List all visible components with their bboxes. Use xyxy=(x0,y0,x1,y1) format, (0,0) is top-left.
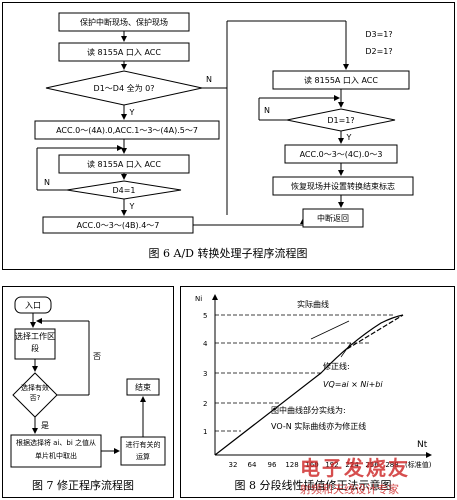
corrected-line-label: 修正线: xyxy=(323,361,350,371)
x-tick-64: 64 xyxy=(248,461,257,469)
figure-6-flowchart: 保护中断现场、保护现场 读 8155A 口入 ACC D1～D4 全为 0? A… xyxy=(34,12,414,260)
x-tick-96: 96 xyxy=(268,461,277,469)
note-line-2: VO-N 实际曲线亦为修正线 xyxy=(271,421,366,431)
y-axis-label: Ni xyxy=(195,295,202,303)
end-text: 结束 xyxy=(135,382,151,392)
x-tick-256: 256 xyxy=(365,461,379,469)
formula-text: VQ=ai × Ni+bi xyxy=(323,380,383,389)
return-box xyxy=(302,208,364,228)
label-n-1: N xyxy=(206,75,212,84)
x-axis-label: Nt xyxy=(417,440,428,450)
watermark-bottom: 射频和天线设计专家 xyxy=(300,483,399,496)
acc-calc-box-1 xyxy=(34,120,220,140)
check-zero-text: D1～D4 全为 0? xyxy=(94,83,155,93)
figure-8-plot: Ni 1 2 3 4 5 32 64 96 128 160 192 224 25… xyxy=(195,294,432,492)
select-segment-text: 选择工作区段 xyxy=(15,332,55,353)
figure-6-panel: 保护中断现场、保护现场 读 8155A 口入 ACC D1～D4 全为 0? A… xyxy=(2,2,455,270)
label-no: 否 xyxy=(93,352,101,361)
x-axis-unit: (标准值) xyxy=(405,460,432,469)
check-d2-text: D2=1? xyxy=(365,47,392,56)
y-tick-4: 4 xyxy=(203,340,208,348)
figure-7-panel: 入口 选择工作区段 选择有效否? 是 否 根据选择将 ai、bi 之值从单片机中… xyxy=(2,286,174,498)
y-tick-2: 2 xyxy=(203,400,207,408)
y-tick-1: 1 xyxy=(203,428,207,436)
label-y-2: Y xyxy=(129,202,135,211)
figure-7-flowchart: 入口 选择工作区段 选择有效否? 是 否 根据选择将 ai、bi 之值从单片机中… xyxy=(10,296,166,492)
acc-calc-text-2: ACC.0～3～(4B).4～7 xyxy=(77,221,160,230)
valid-check-text: 选择有效否? xyxy=(21,384,49,402)
read-acc-text-1: 读 8155A 口入 ACC xyxy=(87,47,161,57)
lookup-box xyxy=(10,434,102,468)
acc-calc-text-3: ACC.0～3～(4C).0～3 xyxy=(300,150,383,159)
label-yes: 是 xyxy=(41,421,49,430)
read-acc-text-2: 读 8155A 口入 ACC xyxy=(87,159,161,169)
return-text: 中断返回 xyxy=(317,213,349,223)
watermark-top: 电子发烧友 xyxy=(300,456,410,480)
y-tick-5: 5 xyxy=(203,312,207,320)
x-tick-192: 192 xyxy=(325,461,338,469)
compute-box xyxy=(120,436,166,466)
actual-curve xyxy=(214,314,404,456)
figure-8-caption: 图 8 分段线性插值修正法示意图 xyxy=(235,478,392,492)
label-y-3: Y xyxy=(346,133,352,142)
figure-8-panel: Ni 1 2 3 4 5 32 64 96 128 160 192 224 25… xyxy=(180,286,455,498)
restore-box xyxy=(272,176,414,196)
x-tick-128: 128 xyxy=(285,461,298,469)
figure-6-caption: 图 6 A/D 转换处理子程序流程图 xyxy=(149,246,308,260)
label-n-2: N xyxy=(44,178,50,187)
actual-curve-label: 实际曲线 xyxy=(297,299,329,309)
select-segment-box xyxy=(14,328,56,360)
x-tick-224: 224 xyxy=(345,461,359,469)
x-tick-32: 32 xyxy=(229,461,238,469)
note-line-1: 图中曲线部分实线为: xyxy=(271,405,346,415)
check-d1-text: D1=1? xyxy=(327,116,354,125)
corrected-line xyxy=(346,314,404,350)
compute-text: 进行有关的运算 xyxy=(125,441,161,461)
acc-calc-text-1: ACC.0～(4A).0,ACC.1～3～(4A).5～7 xyxy=(56,126,198,135)
check-d4-text: D4=1 xyxy=(112,186,135,195)
restore-text: 恢复现场并设置转换结束标志 xyxy=(291,181,395,191)
x-tick-160: 160 xyxy=(305,461,318,469)
check-d3-text: D3=1? xyxy=(365,30,392,39)
label-n-3: N xyxy=(264,106,270,115)
watermark-logo: 电子发烧友 射频和天线设计专家 xyxy=(300,452,455,498)
label-y-1: Y xyxy=(129,108,135,117)
x-tick-288: 288 xyxy=(385,461,398,469)
end-box xyxy=(126,378,160,396)
y-tick-3: 3 xyxy=(203,370,207,378)
lookup-text: 根据选择将 ai、bi 之值从单片机中取出 xyxy=(15,439,97,460)
read-acc-text-3: 读 8155A 口入 ACC xyxy=(304,75,378,85)
figure-7-caption: 图 7 修正程序流程图 xyxy=(32,478,134,492)
save-registers-text: 保护中断现场、保护现场 xyxy=(80,17,168,27)
entry-text: 入口 xyxy=(25,301,41,310)
